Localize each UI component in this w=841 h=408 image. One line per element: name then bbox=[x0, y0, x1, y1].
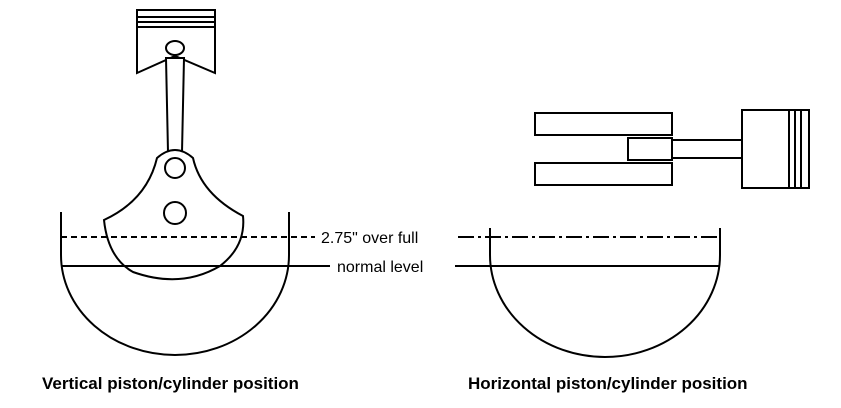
normal-level-label: normal level bbox=[337, 259, 423, 276]
horizontal-crosshead bbox=[627, 137, 673, 161]
cylinder-upper-wall bbox=[534, 112, 673, 136]
crank-pin-icon bbox=[164, 157, 186, 179]
vertical-assembly bbox=[60, 9, 330, 356]
cylinder-lower-wall bbox=[534, 162, 673, 186]
vertical-connecting-rod bbox=[164, 57, 186, 153]
vertical-piston bbox=[136, 9, 216, 75]
horizontal-piston bbox=[741, 109, 810, 189]
horizontal-assembly bbox=[455, 109, 810, 358]
vertical-caption: Vertical piston/cylinder position bbox=[42, 374, 299, 393]
crank-journal-icon bbox=[163, 201, 187, 225]
vertical-crank-counterweight bbox=[102, 149, 245, 281]
horizontal-sump-bowl bbox=[489, 228, 721, 358]
overfull-label: 2.75" over full bbox=[321, 230, 418, 247]
wrist-pin-icon bbox=[165, 40, 185, 56]
horizontal-caption: Horizontal piston/cylinder position bbox=[468, 374, 748, 393]
vertical-sump-bowl bbox=[60, 212, 290, 356]
